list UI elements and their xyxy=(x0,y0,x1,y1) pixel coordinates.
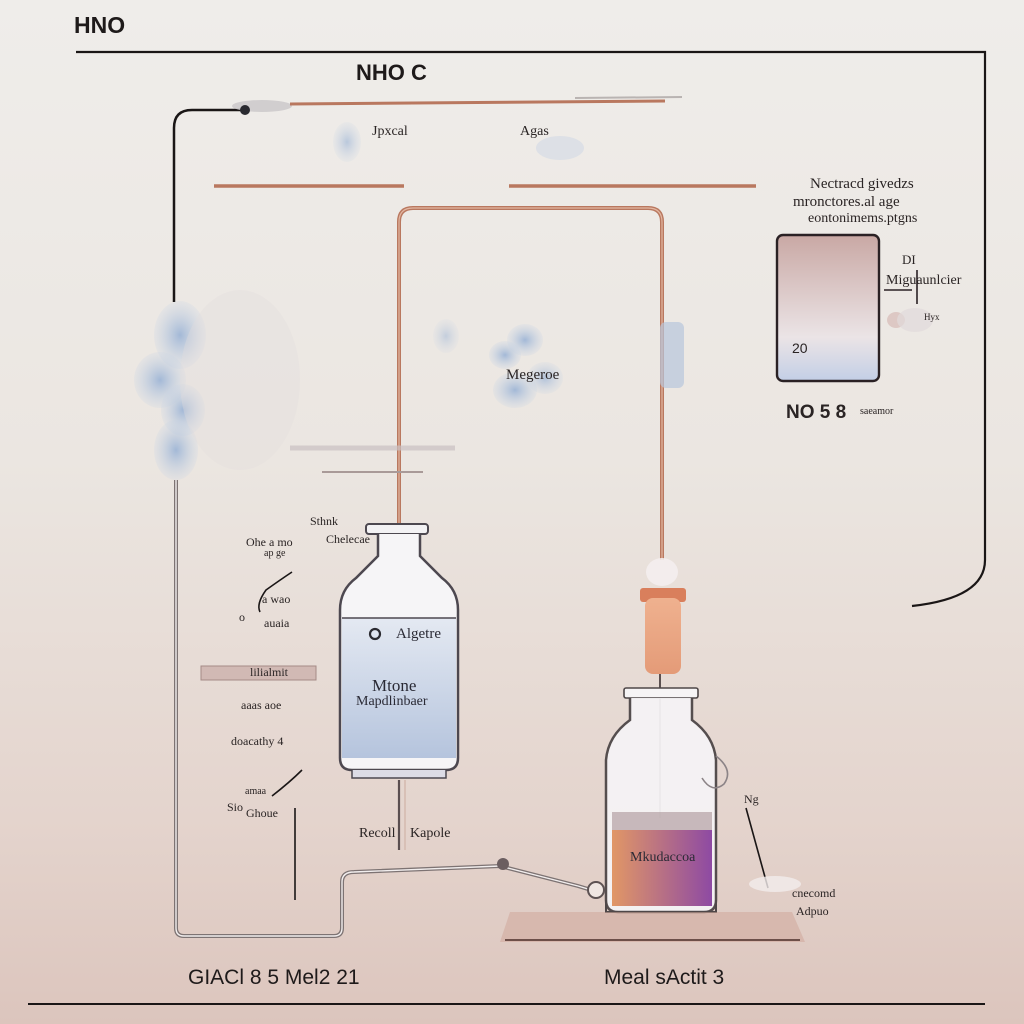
flask-note-1: cnecomd xyxy=(792,886,836,900)
left-note-11: Sio xyxy=(227,800,244,814)
left-note-6: o xyxy=(239,610,245,624)
bottle-label-2: Mtone xyxy=(372,676,417,695)
frame-line xyxy=(76,50,987,608)
gauge-tick: Hyx xyxy=(924,312,940,322)
flask-liquid-label: Mkudaccoa xyxy=(630,850,696,865)
diagram-subtitle: NHO C xyxy=(356,60,427,85)
gauge-top-label: DI xyxy=(902,252,916,267)
left-bar xyxy=(200,665,317,681)
left-note-7: auaia xyxy=(264,616,290,630)
left-note-8: aaas aoe xyxy=(241,698,282,712)
right-note-line1: Nectracd givedzs xyxy=(810,176,914,192)
formula-label: NO 5 8 xyxy=(786,402,847,423)
label-top-left: Jpxcal xyxy=(372,124,408,139)
right-note-line2: mronctores.al age xyxy=(793,194,900,210)
left-note-12: Ghoue xyxy=(246,806,278,820)
gauge-side-label: Miguaunlcier xyxy=(886,273,962,288)
bottle-label-3: Mapdlinbaer xyxy=(356,694,428,709)
top-copper-tube xyxy=(289,99,666,106)
vapor-cloud-left xyxy=(134,290,300,480)
left-note-2: Ohe a mo xyxy=(246,535,293,549)
left-note-10: amaa xyxy=(245,786,267,797)
left-note-5: a wao xyxy=(262,592,291,606)
bottom-caption-right: Meal sActit 3 xyxy=(604,966,725,989)
flask-side-label: Ng xyxy=(744,792,759,806)
label-top-right: Agas xyxy=(520,124,549,139)
stem-left-label: Recoll xyxy=(359,826,396,841)
feed-pipe xyxy=(172,108,248,302)
reagent-bottle xyxy=(338,523,460,850)
formula-note: saeamor xyxy=(860,406,894,417)
right-note-line3: eontonimems.ptgns xyxy=(808,211,918,226)
left-note-3: Chelecae xyxy=(326,532,370,546)
stem-right-label: Kapole xyxy=(410,826,451,841)
reaction-flask xyxy=(500,558,805,942)
cloud-label: Megeroe xyxy=(506,367,560,383)
flask-note-2: Adpuo xyxy=(796,904,829,918)
left-note-4: ap ge xyxy=(264,548,286,559)
bottle-label-1: Algetre xyxy=(396,626,441,642)
gauge-value: 20 xyxy=(792,340,808,356)
gauge-panel xyxy=(775,233,933,383)
bottom-caption-left: GIACl 8 5 Mel2 21 xyxy=(188,966,360,989)
left-note-9: doacathy 4 xyxy=(231,734,284,748)
left-bar-label: lilialmit xyxy=(250,665,288,679)
left-note-1: Sthnk xyxy=(310,514,339,528)
page-title: HNO xyxy=(74,12,126,38)
